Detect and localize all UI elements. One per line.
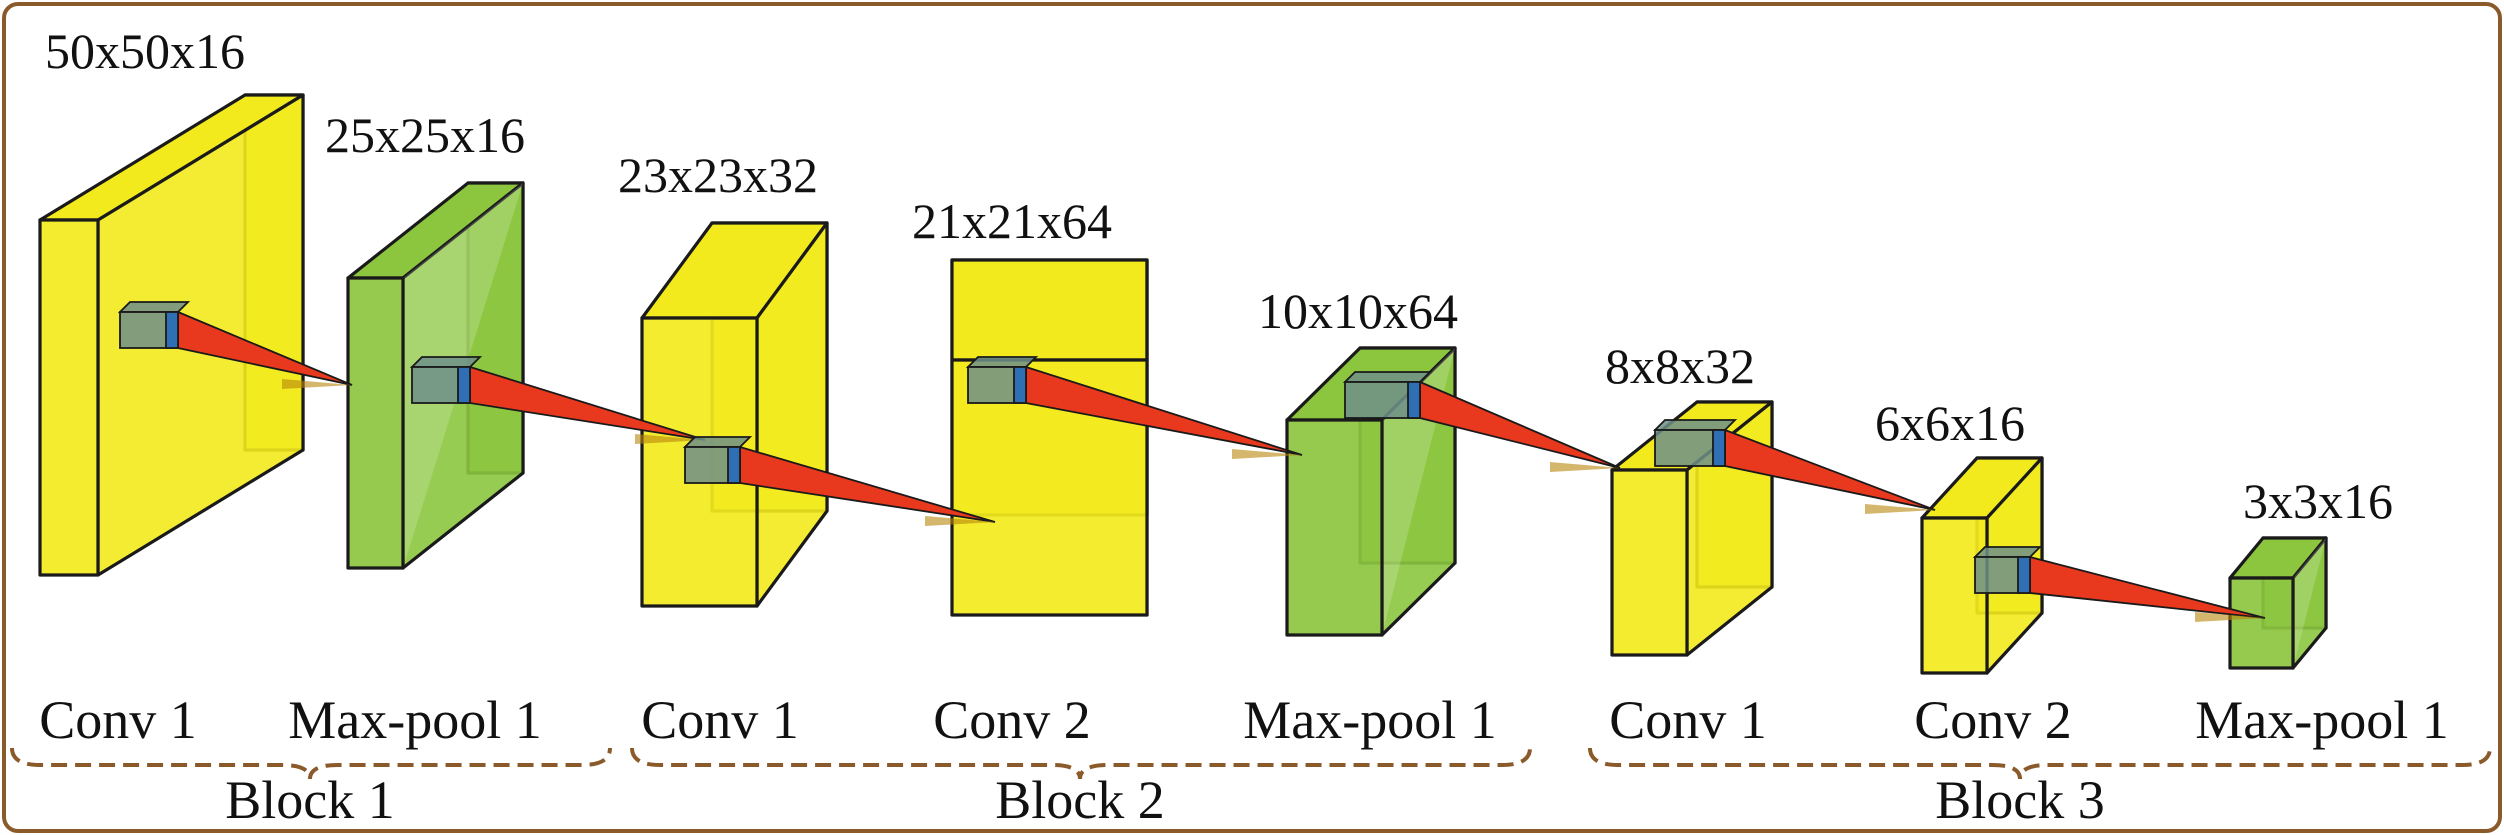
layer-name-label: Conv 1 (1609, 690, 1767, 750)
block-brace-block-1 (10, 747, 612, 780)
block-label-block-1: Block 1 (225, 770, 395, 830)
layer-name-label: Conv 2 (1914, 690, 2072, 750)
kernel-box-top (1652, 419, 1738, 431)
layer-front-face (1285, 418, 1384, 637)
layer-name-label: Conv 1 (641, 690, 799, 750)
kernel-cone-tip (2195, 612, 2265, 622)
block-brace-block-3 (1588, 747, 2492, 780)
layer-dims-label: 23x23x32 (618, 147, 818, 203)
block-braces-group (10, 747, 2492, 780)
layer-name-label: Max-pool 1 (2195, 690, 2448, 750)
kernel-box-front (1712, 429, 1726, 467)
layer-dims-label: 50x50x16 (45, 23, 245, 79)
kernel-cone-tip (1232, 449, 1302, 459)
kernel-cone-tip (925, 516, 995, 526)
kernel-box-top (682, 436, 753, 448)
kernel-box-front (727, 446, 741, 484)
kernel-box-top (1342, 371, 1433, 383)
layer-front-face (1920, 516, 1989, 675)
layer-front-face (950, 358, 1149, 617)
kernels-group (117, 301, 2266, 622)
kernel-box-front (1407, 381, 1421, 419)
kernel-box-top (1972, 546, 2043, 558)
layer-name-label: Conv 1 (39, 690, 197, 750)
kernel-box-front (457, 366, 471, 404)
kernel-box-front (1013, 366, 1027, 404)
kernel-4 (965, 356, 1303, 459)
layer-dims-label: 25x25x16 (325, 107, 525, 163)
kernel-box-top (117, 301, 191, 313)
layer-front-face (2228, 576, 2295, 670)
kernel-5 (1342, 371, 1621, 472)
layer-name-label: Max-pool 1 (1243, 690, 1496, 750)
kernel-box-top (409, 356, 483, 368)
layer-name-label: Conv 2 (933, 690, 1091, 750)
layer-box-b2-conv1 (640, 221, 829, 608)
layer-box-b2-pool1 (1285, 346, 1457, 637)
layer-dims-label: 3x3x16 (2243, 473, 2393, 529)
layer-front-face (38, 218, 100, 577)
layer-top-face (950, 258, 1149, 362)
layer-dims-label: 21x21x64 (912, 193, 1112, 249)
block-brace-block-2 (630, 747, 1532, 780)
kernel-6 (1652, 419, 1936, 514)
kernel-cone-tip (282, 379, 352, 389)
layer-dims-label: 10x10x64 (1258, 283, 1458, 339)
kernel-cone-tip (635, 434, 705, 444)
layer-front-face (1610, 468, 1689, 657)
block-label-block-3: Block 3 (1935, 770, 2105, 830)
kernel-cone-tip (1550, 462, 1620, 472)
block-label-block-2: Block 2 (995, 770, 1165, 830)
layer-dims-label: 8x8x32 (1605, 338, 1755, 394)
layer-dims-label: 6x6x16 (1875, 395, 2025, 451)
layer-box-b2-conv2 (950, 258, 1149, 617)
kernel-3 (682, 436, 996, 526)
kernel-2 (409, 356, 706, 444)
layer-front-face (346, 276, 405, 570)
layer-box-b3-pool1 (2228, 536, 2328, 670)
layer-box-b1-pool1 (346, 181, 525, 570)
kernel-box-top (965, 356, 1039, 368)
kernel-1 (117, 301, 353, 389)
kernel-box-front (2017, 556, 2031, 594)
layer-shade (2293, 538, 2326, 668)
layer-name-label: Max-pool 1 (288, 690, 541, 750)
kernel-7 (1972, 546, 2266, 622)
kernel-box-front (165, 311, 179, 349)
kernel-cone-tip (1865, 504, 1935, 514)
